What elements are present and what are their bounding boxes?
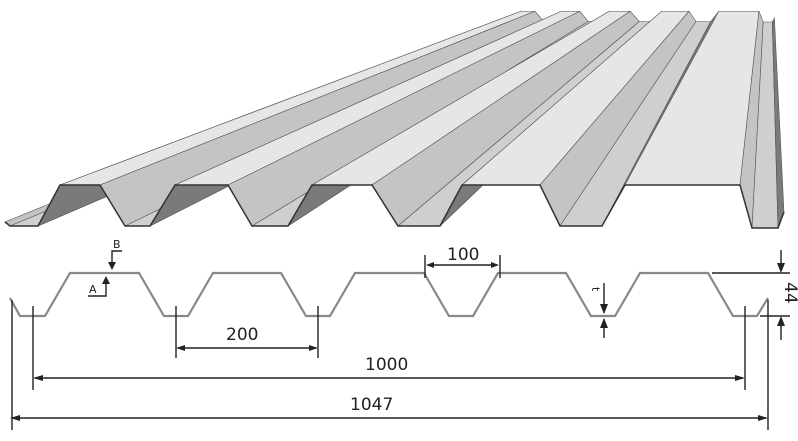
dim-1000-label: 1000 <box>365 355 408 375</box>
arrowheads <box>102 276 110 284</box>
dim-1047-label: 1047 <box>350 395 393 415</box>
dim-200-label: 200 <box>226 325 258 345</box>
arrowheads <box>108 262 116 270</box>
dim-44-label: 44 <box>780 282 798 304</box>
extension-lines <box>11 300 769 430</box>
section-profile-line <box>9 271 769 318</box>
face-a-label: A <box>89 283 97 296</box>
thickness-label: t <box>589 287 602 292</box>
arrowheads <box>600 304 608 328</box>
face-b-marker <box>111 250 122 266</box>
face-a-marker <box>88 281 107 297</box>
arrowheads <box>426 262 499 268</box>
face-b-label: B <box>113 238 121 251</box>
dim-100-label: 100 <box>447 245 479 265</box>
sheet-front-edge <box>4 184 785 229</box>
